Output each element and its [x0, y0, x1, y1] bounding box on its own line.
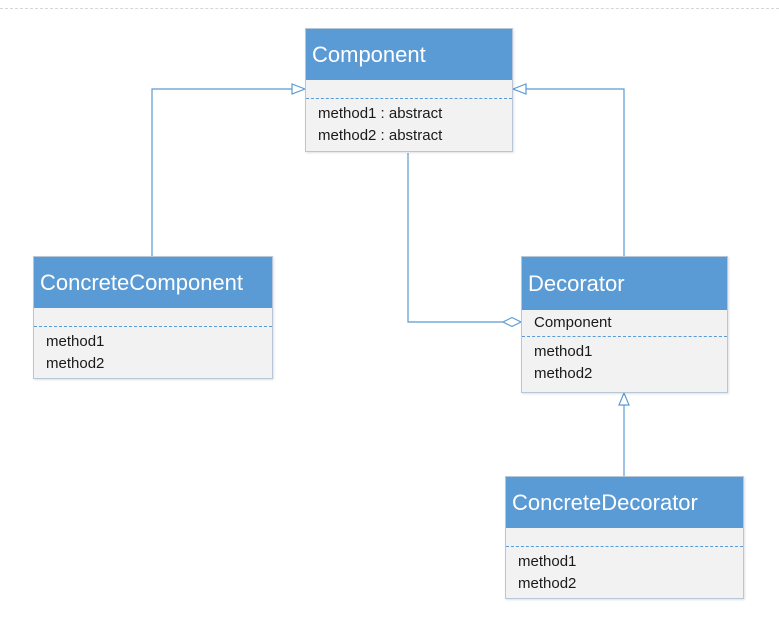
- method-item: method1 : abstract: [318, 105, 443, 122]
- class-component-title: Component: [306, 29, 512, 80]
- inheritance-line-decorator-component: [526, 88, 625, 256]
- class-component: Component method1 : abstract method2 : a…: [305, 28, 513, 152]
- inheritance-arrowhead-component-right: [511, 83, 527, 95]
- class-component-methods: method1 : abstract method2 : abstract: [306, 99, 512, 147]
- class-concrete-decorator-methods: method1 method2: [506, 547, 743, 595]
- class-decorator-attributes: Component: [522, 310, 727, 337]
- class-component-attributes: [306, 80, 512, 99]
- class-decorator-methods: method1 method2: [522, 337, 727, 385]
- inheritance-arrowhead-component-left: [291, 83, 307, 95]
- aggregation-line-component-decorator: [407, 153, 503, 323]
- method-item: method1: [46, 333, 105, 350]
- method-item: method2: [534, 365, 593, 382]
- class-decorator-title: Decorator: [522, 257, 727, 310]
- method-item: method1: [518, 553, 577, 570]
- class-concrete-component-methods: method1 method2: [34, 327, 272, 375]
- method-item: method2: [518, 575, 577, 592]
- top-divider: [0, 8, 779, 9]
- aggregation-diamond: [501, 316, 523, 328]
- class-concrete-decorator: ConcreteDecorator method1 method2: [505, 476, 744, 599]
- class-concrete-decorator-attributes: [506, 528, 743, 547]
- class-decorator: Decorator Component method1 method2: [521, 256, 728, 393]
- inheritance-line-concretecomponent-component: [151, 88, 292, 256]
- method-item: method2: [46, 355, 105, 372]
- inheritance-arrowhead-decorator-bottom: [618, 391, 630, 406]
- method-item: method2 : abstract: [318, 127, 443, 144]
- class-concrete-component-title: ConcreteComponent: [34, 257, 272, 308]
- class-concrete-component: ConcreteComponent method1 method2: [33, 256, 273, 379]
- class-concrete-decorator-title: ConcreteDecorator: [506, 477, 743, 528]
- attribute-item: Component: [534, 314, 612, 331]
- class-concrete-component-attributes: [34, 308, 272, 327]
- method-item: method1: [534, 343, 593, 360]
